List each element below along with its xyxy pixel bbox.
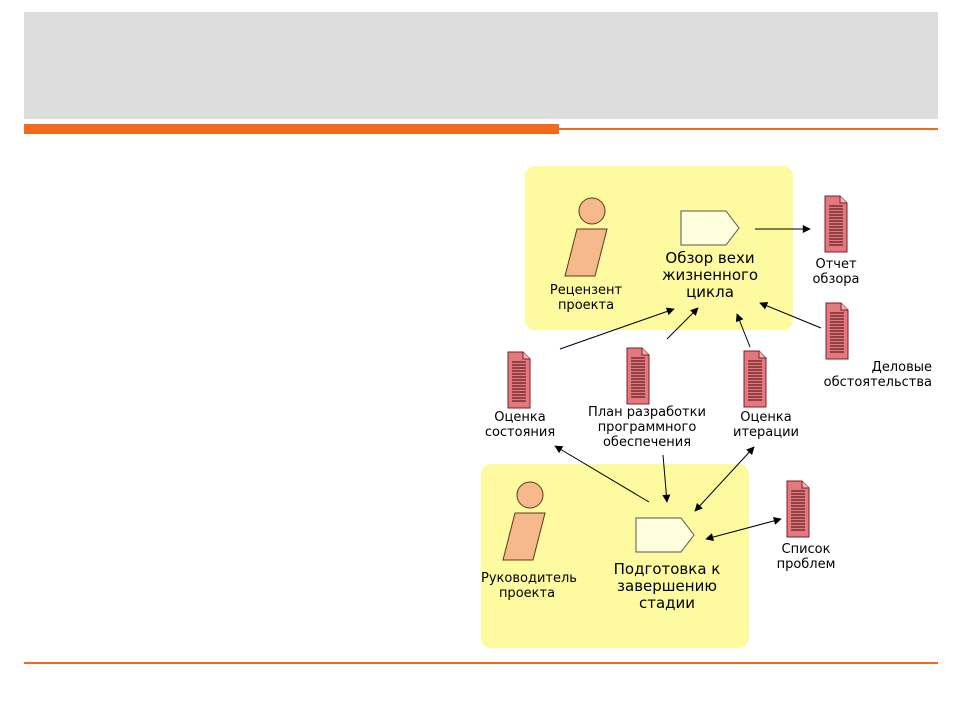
artifact-icon	[824, 195, 848, 253]
artifact-icon	[507, 351, 531, 409]
review-report-label: Отчет обзора	[812, 257, 860, 287]
manager-actor-label: Руководитель проекта	[481, 571, 577, 601]
accent-rule-bottom	[24, 662, 938, 664]
artifact-icon	[743, 350, 767, 408]
workflow-diagram: Рецензент проекта Обзор вехи жизненного …	[481, 166, 932, 648]
artifact-icon	[786, 480, 810, 538]
status-assessment-label: Оценка состояния	[484, 410, 556, 440]
slide-title-band	[24, 12, 938, 119]
review-activity-label: Обзор вехи жизненного цикла	[661, 249, 759, 301]
accent-rule-top	[559, 128, 938, 130]
artifact-icon	[626, 347, 650, 405]
artifact-icon	[825, 302, 849, 360]
business-case-label: Деловые обстоятельства	[823, 360, 932, 390]
activity-icon	[680, 210, 740, 246]
review-actor-label: Рецензент проекта	[549, 283, 623, 313]
iteration-assessment-label: Оценка итерации	[733, 410, 799, 440]
manager-zone	[481, 464, 749, 648]
activity-icon	[635, 517, 695, 553]
prepare-activity-label: Подготовка к завершению стадии	[613, 560, 721, 612]
issues-list-label: Список проблем	[776, 542, 836, 572]
accent-bar	[24, 124, 559, 134]
dev-plan-label: План разработки программного обеспечения	[588, 405, 706, 450]
